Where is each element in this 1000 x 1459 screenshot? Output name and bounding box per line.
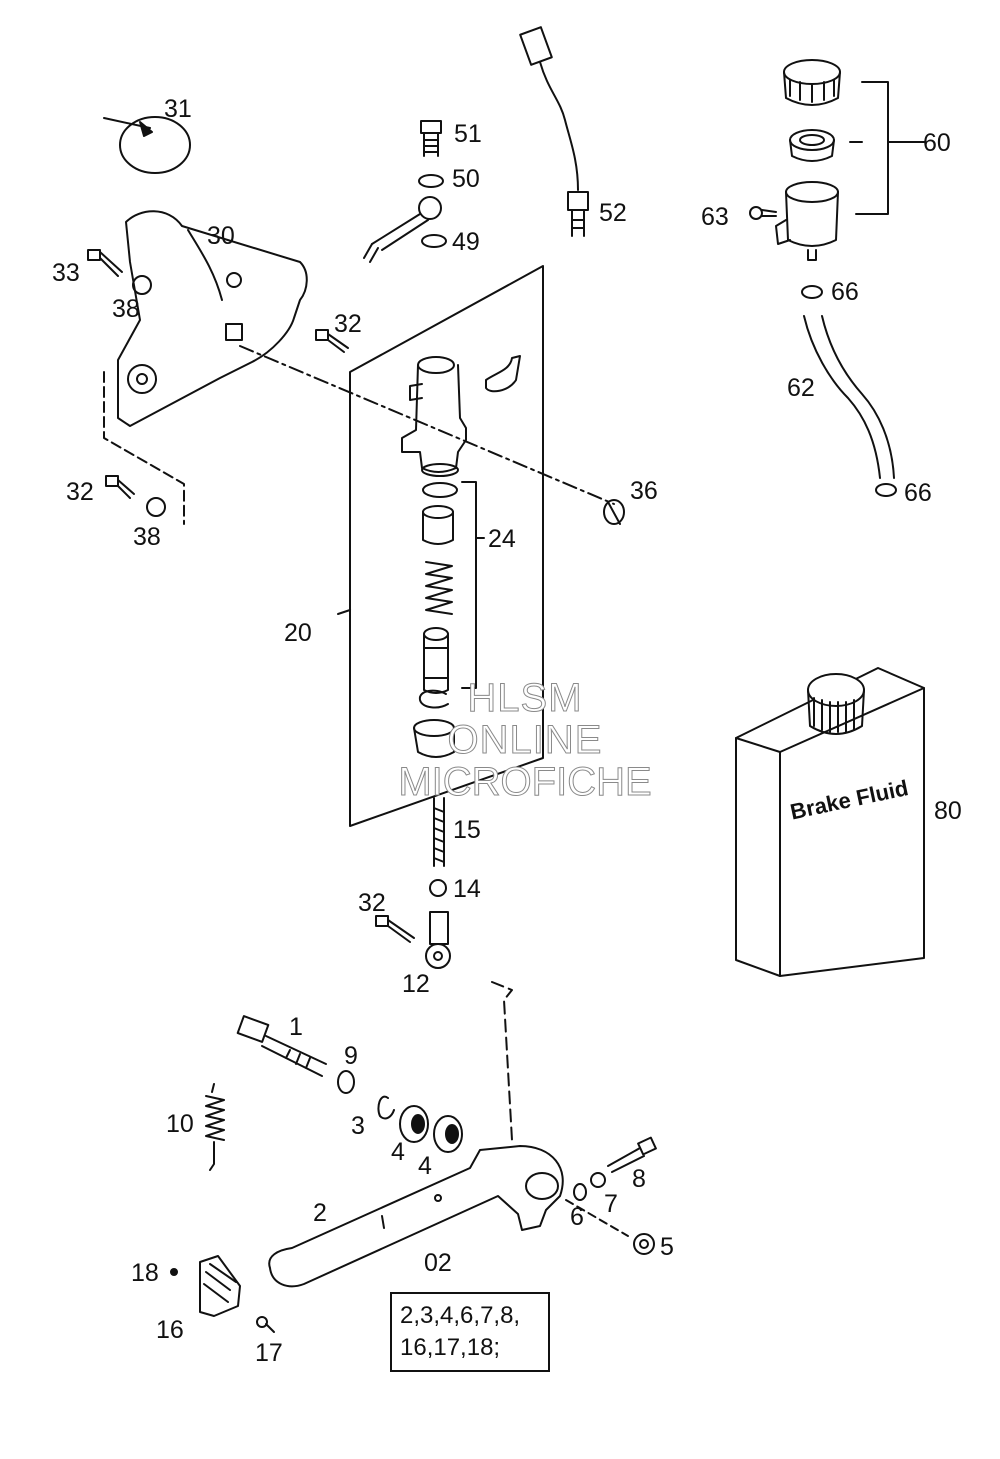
part-label-16[interactable]: 16 (156, 1316, 184, 1344)
bearing-icon[interactable] (399, 1105, 429, 1143)
washer-icon[interactable] (421, 234, 447, 248)
banjo-fitting-icon[interactable] (363, 196, 442, 263)
brake-light-switch-icon[interactable] (519, 26, 589, 237)
part-label-4[interactable]: 4 (418, 1152, 432, 1180)
nut-icon[interactable] (146, 497, 166, 517)
bolt-icon[interactable] (105, 475, 135, 499)
bolt-icon[interactable] (315, 329, 349, 353)
part-label-24[interactable]: 24 (488, 525, 516, 553)
part-label-52[interactable]: 52 (599, 199, 627, 227)
brake-pedal-icon[interactable] (268, 1145, 564, 1288)
mounting-line (239, 345, 615, 505)
part-label-33[interactable]: 33 (52, 259, 80, 287)
part-label-6[interactable]: 6 (570, 1203, 584, 1231)
part-label-31[interactable]: 31 (164, 95, 192, 123)
part-label-32[interactable]: 32 (66, 478, 94, 506)
reservoir-cap-icon[interactable] (783, 59, 841, 106)
part-label-18[interactable]: 18 (131, 1259, 159, 1287)
part-label-32[interactable]: 32 (358, 889, 386, 917)
leader-line-20 (337, 609, 351, 615)
circlip-icon[interactable] (377, 1095, 395, 1120)
part-label-4[interactable]: 4 (391, 1138, 405, 1166)
elbow-fitting-icon[interactable] (485, 355, 521, 393)
boot-icon[interactable] (413, 719, 455, 758)
part-label-32[interactable]: 32 (334, 310, 362, 338)
mounting-line (491, 981, 513, 1141)
part-label-8[interactable]: 8 (632, 1165, 646, 1193)
reservoir-seal-icon[interactable] (789, 129, 835, 162)
part-label-36[interactable]: 36 (630, 477, 658, 505)
part-label-38[interactable]: 38 (112, 295, 140, 323)
part-label-10[interactable]: 10 (166, 1110, 194, 1138)
part-label-50[interactable]: 50 (452, 165, 480, 193)
screw-icon[interactable] (256, 1316, 275, 1333)
circlip-icon[interactable] (418, 689, 449, 709)
bearing-icon[interactable] (433, 1115, 463, 1153)
part-label-17[interactable]: 17 (255, 1339, 283, 1367)
part-label-1[interactable]: 1 (289, 1013, 303, 1041)
push-rod-icon[interactable] (433, 797, 445, 867)
pivot-bolt-icon[interactable] (236, 1015, 327, 1077)
kit-bracket-24 (461, 481, 485, 689)
part-label-63[interactable]: 63 (701, 203, 729, 231)
spring-icon[interactable] (425, 561, 453, 615)
bracket-icon[interactable] (117, 210, 308, 427)
bolt-icon[interactable] (87, 249, 123, 277)
part-label-80[interactable]: 80 (934, 797, 962, 825)
master-cylinder-body-icon[interactable] (401, 356, 467, 477)
hose-clamp-icon[interactable] (801, 285, 823, 299)
part-label-49[interactable]: 49 (452, 228, 480, 256)
lock-nut-icon[interactable] (429, 879, 447, 897)
nut-icon[interactable] (590, 1172, 606, 1188)
brake-fluid-jug-icon[interactable] (735, 667, 925, 977)
part-label-7[interactable]: 7 (604, 1190, 618, 1218)
kit-contents-line: 2,3,4,6,7,8, (400, 1302, 521, 1329)
kit-contents-box: 2,3,4,6,7,8, 16,17,18; (390, 1292, 550, 1372)
reservoir-body-icon[interactable] (775, 181, 839, 261)
part-label-60[interactable]: 60 (923, 129, 951, 157)
part-label-66[interactable]: 66 (904, 479, 932, 507)
pedal-tip-icon[interactable] (199, 1255, 241, 1317)
sleeve-icon[interactable] (422, 505, 454, 545)
part-label-20[interactable]: 20 (284, 619, 312, 647)
part-label-15[interactable]: 15 (453, 816, 481, 844)
part-label-2[interactable]: 2 (313, 1199, 327, 1227)
screw-icon[interactable] (749, 206, 777, 220)
mounting-line (103, 371, 185, 525)
nut-icon[interactable] (633, 1233, 655, 1255)
part-label-3[interactable]: 3 (351, 1112, 365, 1140)
part-label-14[interactable]: 14 (453, 875, 481, 903)
cable-tie-icon[interactable] (103, 116, 191, 174)
brake-hose-icon[interactable] (803, 315, 895, 479)
part-label-12[interactable]: 12 (402, 970, 430, 998)
part-label-30[interactable]: 30 (207, 222, 235, 250)
piston-icon[interactable] (423, 627, 449, 694)
part-label-5[interactable]: 5 (660, 1233, 674, 1261)
part-label-38[interactable]: 38 (133, 523, 161, 551)
hose-clamp-icon[interactable] (875, 483, 897, 497)
washer-icon[interactable] (337, 1070, 355, 1094)
clevis-icon[interactable] (425, 911, 451, 969)
nut-icon[interactable] (132, 275, 152, 295)
kit-bracket-60 (849, 81, 927, 215)
bolt-icon[interactable] (607, 1136, 657, 1173)
kit-contents-line: 16,17,18; (400, 1334, 501, 1361)
master-cylinder-kit-outline (349, 265, 544, 827)
bolt-icon[interactable] (375, 915, 415, 943)
o-ring-icon[interactable] (422, 482, 458, 498)
pin-icon[interactable] (170, 1268, 178, 1276)
washer-icon[interactable] (573, 1183, 587, 1201)
part-label-9[interactable]: 9 (344, 1042, 358, 1070)
part-label-02[interactable]: 02 (424, 1249, 452, 1277)
part-label-66[interactable]: 66 (831, 278, 859, 306)
part-label-62[interactable]: 62 (787, 374, 815, 402)
mounting-line (565, 1199, 629, 1237)
grommet-icon[interactable] (603, 499, 625, 525)
return-spring-icon[interactable] (205, 1083, 225, 1171)
banjo-bolt-icon[interactable] (420, 120, 442, 157)
part-label-51[interactable]: 51 (454, 120, 482, 148)
washer-icon[interactable] (418, 174, 444, 188)
